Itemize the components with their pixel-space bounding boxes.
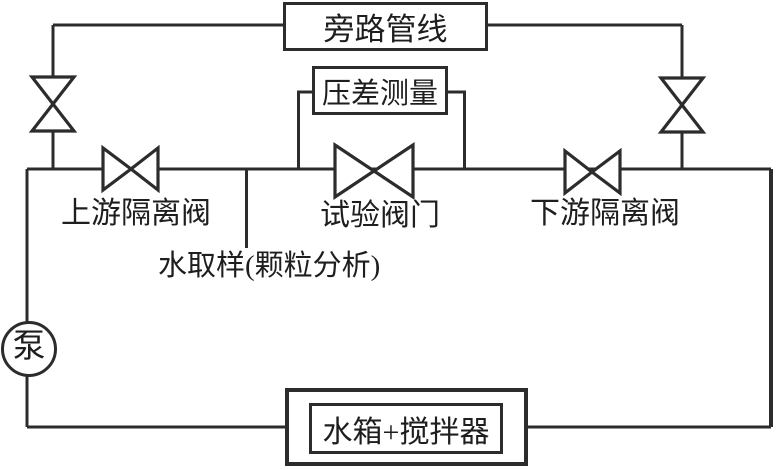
downstream-isolation-valve-icon bbox=[563, 147, 622, 197]
downstream-valve-label: 下游隔离阀 bbox=[530, 197, 680, 230]
water-sampling-label: 水取样(颗粒分析) bbox=[158, 250, 381, 282]
dp-measurement-label: 压差测量 bbox=[321, 77, 438, 110]
pump-label: 泵 bbox=[12, 329, 46, 366]
right-bypass-valve-icon bbox=[657, 76, 707, 134]
tank-label: 水箱+搅拌器 bbox=[322, 415, 490, 449]
tank-box: 水箱+搅拌器 bbox=[309, 403, 503, 454]
test-valve-icon bbox=[333, 142, 415, 200]
dp-measurement-box: 压差测量 bbox=[312, 66, 448, 115]
upstream-isolation-valve-icon bbox=[101, 144, 160, 194]
upstream-valve-label: 上游隔离阀 bbox=[61, 197, 211, 230]
bypass-line-label: 旁路管线 bbox=[323, 12, 448, 47]
dp-tap-left bbox=[297, 90, 315, 169]
bypass-line-box: 旁路管线 bbox=[283, 2, 488, 51]
valve-symbols bbox=[28, 75, 707, 200]
test-valve-label: 试验阀门 bbox=[320, 199, 440, 232]
pump-circle-icon bbox=[1, 321, 57, 377]
left-bypass-valve-icon bbox=[28, 75, 78, 133]
dp-tap-right bbox=[445, 90, 466, 169]
